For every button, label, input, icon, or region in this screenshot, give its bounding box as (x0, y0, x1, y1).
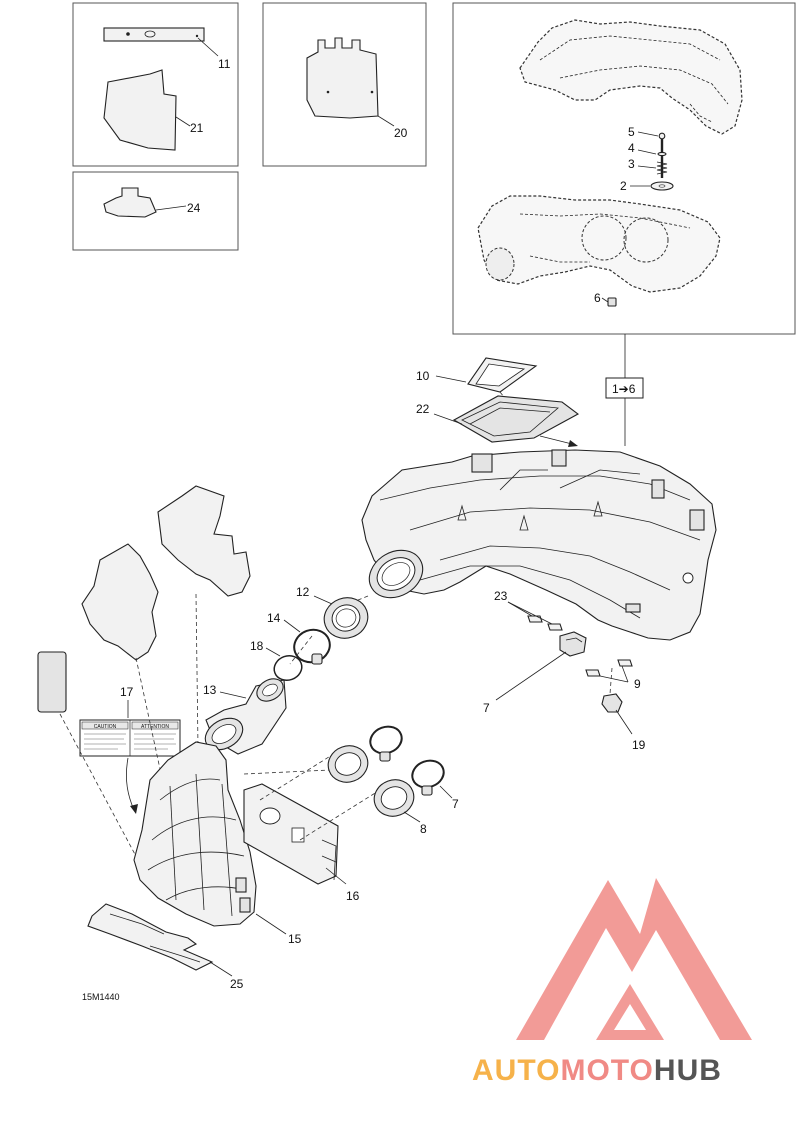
part-25-pad (87, 903, 214, 971)
figure-code: 15M1440 (82, 992, 120, 1002)
lower-foam-pad (81, 543, 159, 661)
range-badge-text: 1➔6 (612, 382, 636, 396)
callout-24: 24 (187, 201, 201, 215)
foam-block (37, 651, 67, 713)
part-9-clamp-upper (369, 725, 403, 762)
callout-12: 12 (296, 585, 310, 599)
callout-10: 10 (416, 369, 430, 383)
clips-7-upper (527, 615, 563, 631)
part-11-strip (103, 27, 205, 42)
callout-18: 18 (250, 639, 264, 653)
part-6-nut (607, 297, 617, 307)
part-20-pad (306, 37, 379, 119)
label-17-attention: ATTENTION (141, 724, 169, 730)
logo-word-auto: AUTO (472, 1054, 560, 1087)
inset-box-24: 24 (72, 171, 239, 251)
part-10-frame (467, 357, 538, 393)
callout-22: 22 (416, 402, 430, 416)
lower-housing-section (477, 195, 721, 293)
callout-17: 17 (120, 685, 134, 699)
callout-8: 7 (483, 701, 490, 715)
callout-16: 16 (346, 889, 360, 903)
part-16-baffle (243, 783, 339, 885)
label-17-caution: CAUTION (94, 724, 117, 730)
part-14-clamp (293, 628, 331, 665)
part-9-clamp-lower (411, 759, 445, 796)
callout-7-upper: 23 (494, 589, 508, 603)
part-13-tube (204, 678, 287, 755)
bolt-stack-2-5 (650, 132, 674, 191)
callout-11: 11 (218, 57, 231, 71)
callout-7-lower: 9 (634, 677, 641, 691)
upper-foam-pad (157, 485, 251, 597)
upper-housing-section (519, 19, 743, 135)
part-15-lower-housing (133, 741, 257, 927)
inset-box-1-6: 5 4 3 2 6 (452, 2, 796, 335)
callout-9: 7 (452, 797, 459, 811)
callout-20: 20 (394, 126, 408, 140)
callout-6: 6 (594, 291, 601, 305)
part-18-oring (273, 654, 303, 682)
callout-25: 25 (230, 977, 244, 991)
automotohub-logo (516, 878, 752, 1040)
callout-21: 21 (190, 121, 204, 135)
inset-box-20: 20 (262, 2, 427, 167)
callout-2: 2 (620, 179, 627, 193)
callout-4: 4 (628, 141, 635, 155)
range-badge: 1➔6 (605, 377, 644, 399)
callout-14: 14 (267, 611, 281, 625)
callout-5: 5 (628, 125, 635, 139)
callout-3: 3 (628, 157, 635, 171)
logo-triangle-mark (516, 878, 752, 1040)
logo-wordmark: AUTOMOTOHUB (472, 1054, 722, 1087)
part-17-warning-label: CAUTION ATTENTION (79, 719, 181, 757)
part-22-filter (452, 395, 580, 443)
callout-15: 15 (288, 932, 302, 946)
callout-13: 13 (203, 683, 217, 697)
part-21-pad (103, 69, 177, 151)
part-8-clamp (559, 631, 587, 657)
part-12-seal (323, 597, 369, 639)
part-19-adapter-lower (373, 779, 415, 817)
airbox-main-housing (361, 449, 717, 641)
logo-word-moto: MOTO (560, 1054, 653, 1087)
clips-7-lower (585, 659, 633, 677)
callout-19: 8 (420, 822, 427, 836)
inset-box-11-21: 11 21 (72, 2, 239, 167)
part-19-adapter-upper (327, 745, 369, 783)
label-17-fine-print (84, 733, 176, 750)
callout-23: 19 (632, 738, 646, 752)
logo-word-hub: HUB (654, 1054, 722, 1087)
part-23-bracket (601, 693, 623, 713)
part-24-pad (103, 187, 157, 218)
